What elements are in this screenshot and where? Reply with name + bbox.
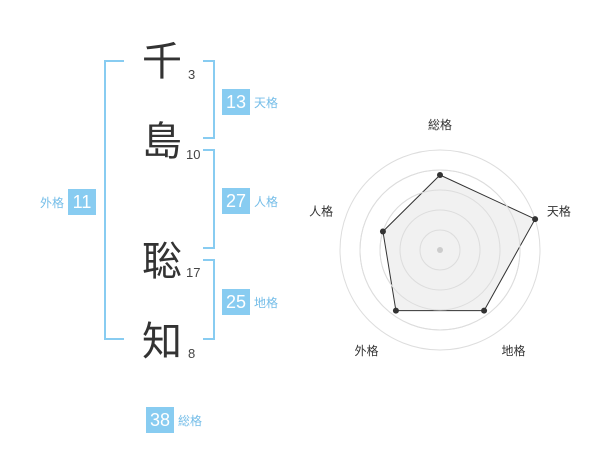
soukaku-score: 38 総格 — [146, 407, 206, 433]
radar-axis-label-1: 総格 — [428, 117, 452, 132]
tenkaku-value: 13 — [222, 89, 250, 115]
radar-axis-label-5: 人格 — [309, 203, 333, 218]
jinkaku-bracket — [203, 149, 215, 249]
radar-point-2 — [532, 216, 539, 223]
name-char-1: 千 — [142, 39, 182, 85]
jinkaku-score: 27 人格 — [222, 188, 282, 214]
name-char-2: 島 — [142, 119, 182, 165]
stroke-count-1: 3 — [188, 67, 196, 82]
stroke-count-4: 8 — [188, 346, 196, 361]
grid-ring-overlay-4 — [359, 169, 521, 331]
soukaku-value: 38 — [146, 407, 174, 433]
radar-point-1 — [437, 172, 443, 178]
chikaku-score: 25 地格 — [222, 289, 282, 315]
name-char-4: 知 — [142, 319, 182, 365]
chikaku-value: 25 — [222, 289, 250, 315]
jinkaku-value: 27 — [222, 188, 250, 214]
grid-ring-overlay-2 — [399, 209, 481, 291]
radar-point-3 — [481, 307, 488, 314]
stroke-count-2: 10 — [186, 147, 201, 162]
grid-ring-5 — [339, 149, 541, 351]
name-char-3: 聡 — [142, 239, 182, 285]
soukaku-label: 総格 — [178, 413, 203, 428]
radar-point-4 — [392, 307, 399, 314]
chikaku-label: 地格 — [254, 295, 279, 310]
grid-ring-overlay-3 — [379, 189, 501, 311]
radar-axis-label-3: 地格 — [501, 343, 525, 358]
gaikaku-score: 外格 11 — [36, 189, 97, 215]
gaikaku-value: 11 — [68, 189, 97, 215]
tenkaku-bracket — [203, 60, 215, 139]
stroke-count-3: 17 — [186, 265, 201, 280]
radar-axis-label-2: 天格 — [547, 203, 571, 218]
jinkaku-label: 人格 — [254, 194, 279, 209]
tenkaku-label: 天格 — [254, 95, 279, 110]
radar-axis-label-4: 外格 — [355, 343, 379, 358]
radar-center-dot — [437, 247, 443, 253]
tenkaku-score: 13 天格 — [222, 89, 282, 115]
gaikaku-bracket — [104, 60, 124, 340]
grid-ring-overlay-1 — [419, 229, 461, 271]
gaikaku-label: 外格 — [40, 195, 65, 210]
chikaku-bracket — [203, 259, 215, 340]
radar-point-5 — [379, 228, 386, 235]
